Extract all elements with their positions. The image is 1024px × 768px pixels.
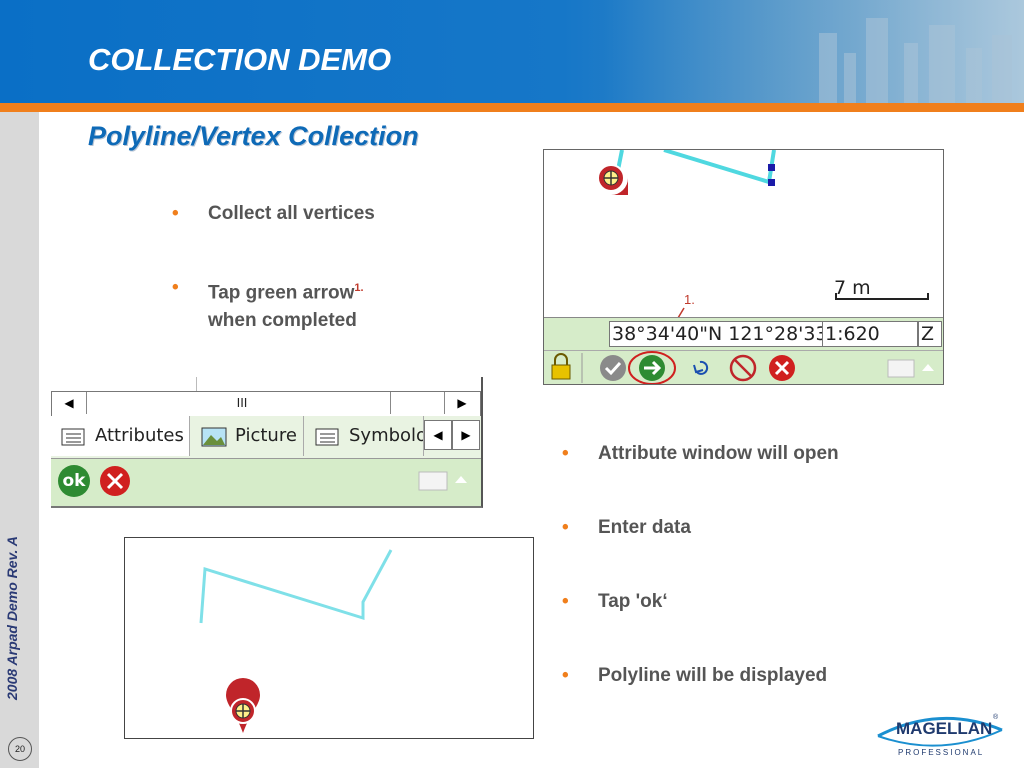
symbology-list-icon	[315, 428, 339, 446]
status-bar: 38°34'40"N 121°28'33 1:620 Z	[544, 317, 943, 350]
bullet-text: Tap 'ok‘	[598, 591, 668, 612]
bullet-text-continued: when completed	[208, 310, 357, 332]
tab-picture[interactable]: Picture	[191, 416, 304, 456]
attributes-list-icon	[61, 428, 85, 446]
map-toolbar	[544, 350, 943, 384]
attribute-window-screenshot: ◀ III ▶ Attributes Picture	[51, 377, 483, 508]
polyline-track	[199, 549, 393, 624]
left-sidebar-strip	[0, 112, 39, 768]
attribute-tabs: Attributes Picture Symbolo ◀ ▶	[51, 416, 481, 459]
tab-label: Picture	[235, 425, 297, 446]
bullet-enter-data: • Enter data	[562, 514, 691, 542]
logo-tagline: PROFESSIONAL	[898, 748, 984, 757]
bullet-dot: •	[172, 277, 179, 298]
tab-attributes[interactable]: Attributes	[51, 416, 190, 456]
cancel-icon[interactable]	[769, 355, 795, 381]
tab-scroll-right-button[interactable]: ▶	[452, 420, 480, 450]
vertex-marker	[768, 179, 775, 186]
bullet-tap-ok: • Tap 'ok‘	[562, 588, 668, 616]
check-icon[interactable]	[600, 355, 626, 381]
page-number: 20	[8, 737, 32, 761]
scale-bar	[835, 293, 929, 300]
bullet-attribute-window: • Attribute window will open	[562, 440, 839, 468]
ok-button[interactable]: ok	[58, 465, 90, 497]
map-collection-screenshot: 1. 7 m 38°34'40"N 121°28'33 1:620 Z	[543, 149, 944, 385]
logo-registered-mark: ®	[993, 713, 999, 721]
bullet-text: Tap green arrow	[208, 282, 355, 304]
scale-label: 7 m	[834, 277, 871, 299]
green-arrow-icon[interactable]	[628, 351, 676, 384]
scroll-left-button[interactable]: ◀	[52, 392, 87, 414]
bullet-text: Attribute window will open	[598, 443, 839, 464]
callout-label: 1.	[684, 292, 695, 307]
footnote-marker: 1.	[354, 282, 364, 294]
keyboard-icon[interactable]	[887, 359, 934, 378]
map-scale-field[interactable]: 1:620	[822, 321, 918, 347]
keyboard-icon[interactable]	[417, 467, 477, 497]
tab-label: Attributes	[95, 425, 184, 446]
scroll-right-button[interactable]: ▶	[444, 392, 479, 414]
scroll-thumb[interactable]: III	[236, 395, 248, 410]
bullet-text: Polyline will be displayed	[598, 665, 828, 686]
coordinates-field: 38°34'40"N 121°28'33	[609, 321, 823, 347]
zoom-button[interactable]: Z	[918, 321, 942, 347]
magellan-logo: MAGELLAN ® PROFESSIONAL	[876, 706, 1004, 762]
vertex-marker	[768, 164, 775, 171]
attribute-toolbar: ok	[51, 459, 481, 506]
map-result-screenshot	[124, 537, 534, 739]
bullet-dot: •	[562, 591, 569, 612]
header-accent-stripe	[0, 103, 1024, 112]
no-gps-icon[interactable]	[729, 354, 757, 382]
lock-icon[interactable]	[551, 353, 571, 380]
map-canvas[interactable]	[125, 538, 533, 738]
undo-icon[interactable]	[693, 360, 709, 375]
logo-brand: MAGELLAN	[896, 719, 992, 738]
cancel-icon[interactable]	[99, 463, 135, 499]
bullet-dot: •	[562, 443, 569, 464]
slide-header: COLLECTION DEMO	[0, 0, 1024, 103]
bullet-polyline-displayed: • Polyline will be displayed	[562, 662, 828, 690]
gps-position-icon	[226, 678, 260, 733]
tab-label: Symbolo	[349, 425, 424, 446]
bullet-dot: •	[562, 665, 569, 686]
gps-position-icon	[597, 161, 629, 195]
bullet-text: Enter data	[598, 517, 691, 538]
city-skyline-image	[604, 0, 1024, 103]
map-canvas[interactable]	[544, 150, 943, 317]
bullet-dot: •	[562, 517, 569, 538]
horizontal-scrollbar[interactable]: ◀ III ▶	[51, 391, 481, 417]
picture-icon	[201, 427, 227, 447]
slide-subtitle: Polyline/Vertex Collection	[88, 121, 419, 151]
tab-scroll-left-button[interactable]: ◀	[424, 420, 452, 450]
bullet-text: Collect all vertices	[208, 203, 375, 224]
bullet-tap-green-arrow: • Tap green arrow1. when completed	[172, 274, 364, 335]
bullet-dot: •	[172, 203, 179, 224]
slide-title: COLLECTION DEMO	[88, 42, 392, 77]
tab-symbology[interactable]: Symbolo	[305, 416, 424, 456]
bullet-collect-vertices: • Collect all vertices	[172, 200, 375, 228]
footer-vertical-text: 2008 Arpad Demo Rev. A	[4, 536, 20, 700]
